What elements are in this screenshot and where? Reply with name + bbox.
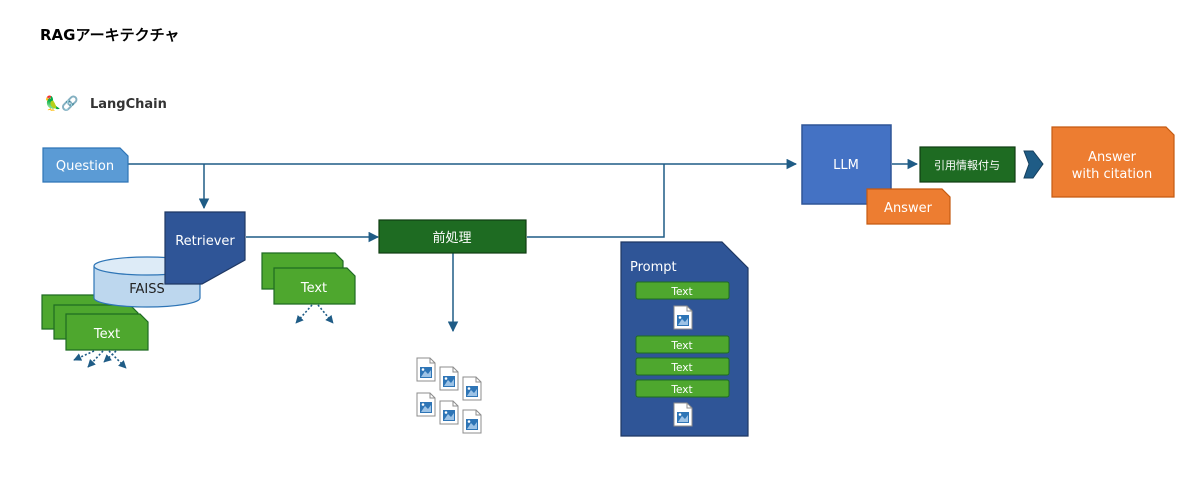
question-node: Question bbox=[42, 147, 129, 183]
text-stack-left: Text bbox=[41, 294, 149, 351]
prompt-item: Text bbox=[635, 281, 730, 300]
connectors bbox=[128, 158, 919, 333]
prompt-item: Text bbox=[635, 379, 730, 398]
prompt-document: Prompt Text Text Text Text bbox=[620, 241, 749, 437]
expand-arrows-left bbox=[73, 350, 127, 369]
answer-node: Answer bbox=[866, 188, 951, 225]
text-stack-middle-label: Text bbox=[300, 281, 327, 296]
parrot-link-icon: 🦜🔗 bbox=[44, 94, 79, 112]
prompt-label: Prompt bbox=[630, 260, 677, 275]
svg-text:Text: Text bbox=[670, 286, 692, 298]
retriever-label: Retriever bbox=[175, 234, 235, 249]
prompt-item: Text bbox=[635, 335, 730, 354]
retriever-node: Retriever bbox=[164, 211, 246, 285]
preprocess-node: 前処理 bbox=[378, 219, 527, 254]
image-file-icon bbox=[673, 305, 693, 330]
llm-label: LLM bbox=[833, 158, 859, 173]
preprocess-to-main-line bbox=[527, 164, 665, 238]
expand-arrows-middle bbox=[295, 304, 334, 324]
chevron-right-icon bbox=[1023, 150, 1044, 179]
image-file-icon bbox=[462, 376, 482, 401]
image-file-icon bbox=[673, 402, 693, 427]
image-file-icons bbox=[416, 357, 482, 434]
citation-node: 引用情報付与 bbox=[919, 146, 1016, 183]
image-file-icon bbox=[462, 409, 482, 434]
final-answer-node: Answer with citation bbox=[1051, 126, 1175, 198]
question-label: Question bbox=[56, 159, 114, 174]
langchain-logo: 🦜🔗 LangChain bbox=[44, 94, 167, 112]
image-file-icon bbox=[416, 392, 436, 417]
logo-text: LangChain bbox=[90, 97, 167, 112]
final-answer-line1: Answer bbox=[1088, 150, 1137, 165]
final-answer-line2: with citation bbox=[1072, 167, 1152, 182]
image-file-icon bbox=[416, 357, 436, 382]
answer-label: Answer bbox=[884, 201, 933, 216]
citation-label: 引用情報付与 bbox=[934, 158, 1000, 172]
image-file-icon bbox=[439, 400, 459, 425]
text-stack-middle: Text bbox=[261, 252, 356, 305]
svg-text:Text: Text bbox=[670, 340, 692, 352]
image-file-icon bbox=[439, 366, 459, 391]
preprocess-label: 前処理 bbox=[432, 230, 471, 246]
svg-text:Text: Text bbox=[670, 362, 692, 374]
text-stack-left-label: Text bbox=[93, 327, 120, 342]
faiss-label: FAISS bbox=[129, 282, 165, 297]
page-title: RAGアーキテクチャ bbox=[40, 26, 179, 44]
svg-text:Text: Text bbox=[670, 384, 692, 396]
prompt-item: Text bbox=[635, 357, 730, 376]
